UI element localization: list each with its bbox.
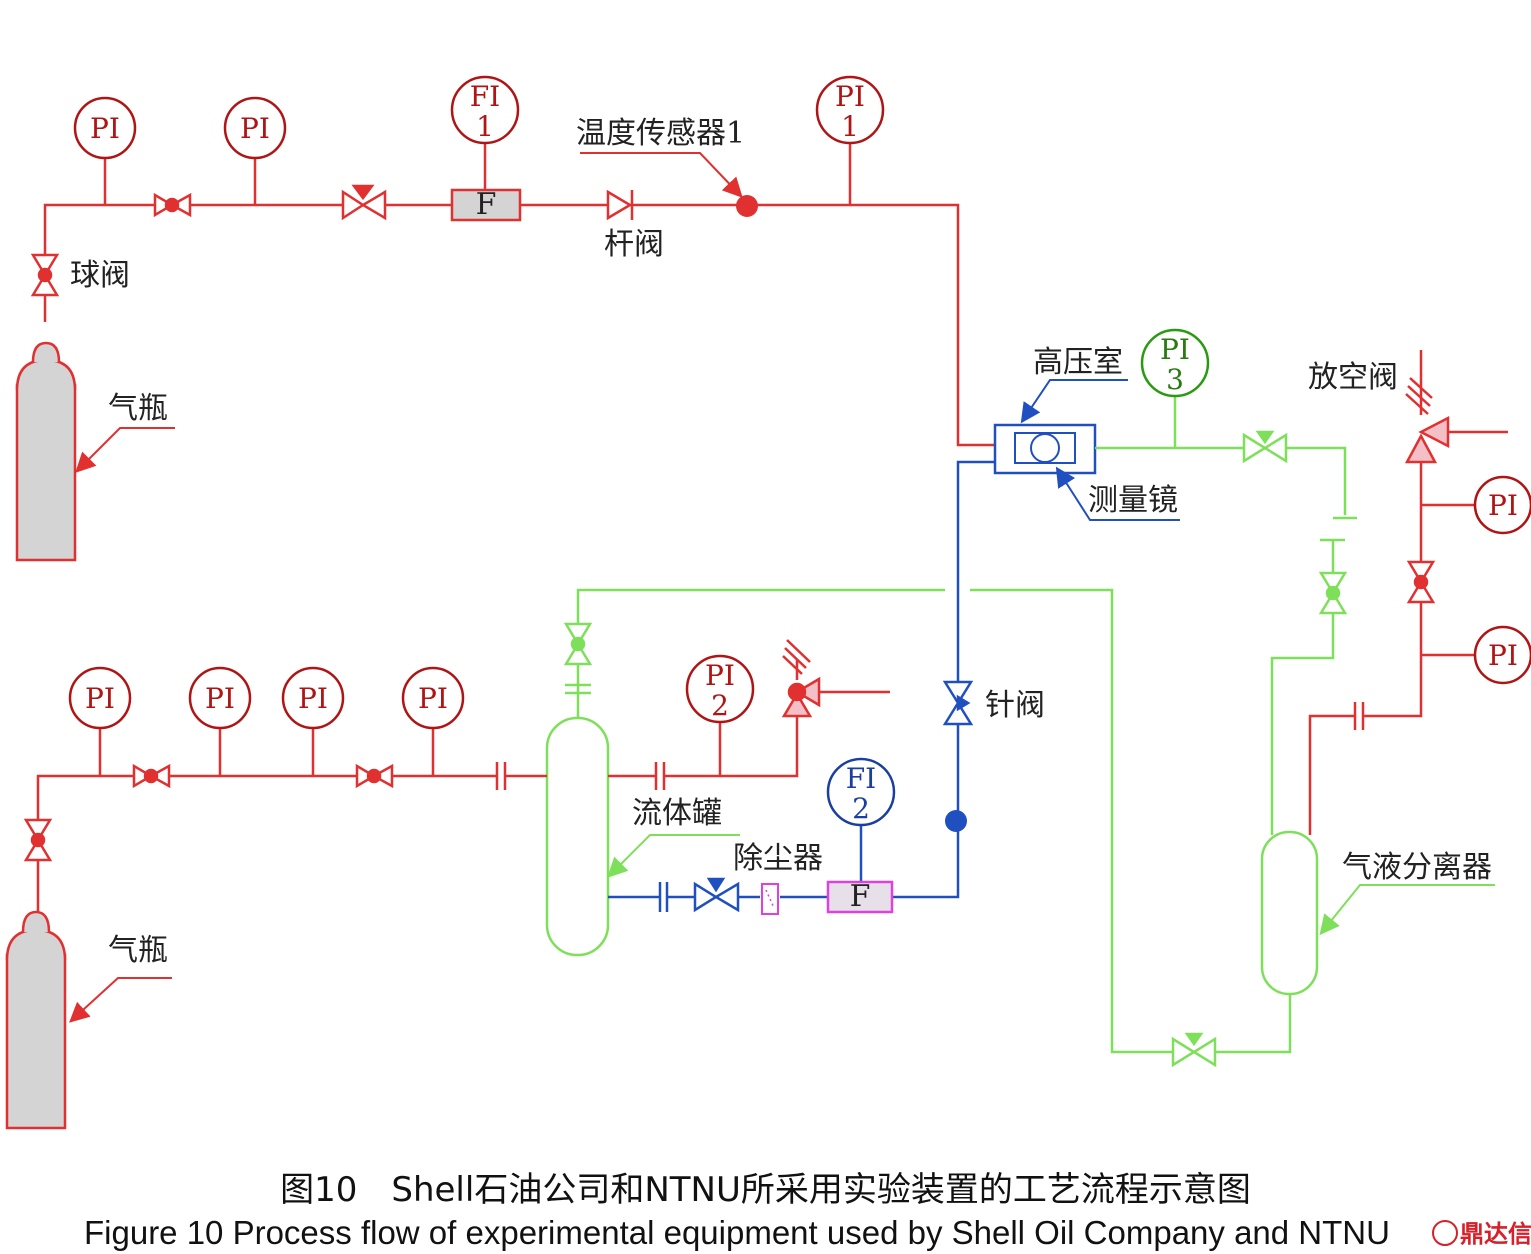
pi-right-b: PI bbox=[1473, 625, 1531, 685]
fi2-number: 2 bbox=[852, 792, 870, 825]
fi2-code: FI bbox=[846, 762, 877, 795]
bottom-gas-line bbox=[36, 639, 890, 912]
stem-valve bbox=[606, 189, 634, 221]
pi-top-b-code: PI bbox=[240, 112, 270, 145]
fi1: FI 1 bbox=[450, 75, 520, 145]
green-valve-bottom bbox=[1171, 1032, 1217, 1068]
green-valve-tank bbox=[563, 622, 593, 666]
ball-valve-top bbox=[153, 192, 192, 218]
needle-valve bbox=[942, 680, 974, 726]
ball-valve-vent bbox=[1406, 560, 1436, 604]
vent-line bbox=[1308, 350, 1508, 835]
pi-bot-d-code: PI bbox=[418, 682, 448, 715]
pi1-code: PI bbox=[835, 80, 865, 113]
pi1-number: 1 bbox=[841, 110, 859, 143]
fluid-tank bbox=[545, 716, 610, 957]
dust-remover bbox=[761, 883, 779, 915]
top-gas-line bbox=[43, 143, 995, 447]
pi-bot-b: PI bbox=[188, 666, 252, 730]
pi-bot-a-code: PI bbox=[85, 682, 115, 715]
pi3: PI 3 bbox=[1140, 328, 1210, 398]
gas-cylinder-1 bbox=[15, 341, 77, 562]
label-vent-valve: 放空阀 bbox=[1308, 360, 1398, 395]
pi3-number: 3 bbox=[1166, 363, 1184, 396]
logo-mark-icon bbox=[1432, 1220, 1458, 1246]
caption-chinese: 图10 Shell石油公司和NTNU所采用实验装置的工艺流程示意图 bbox=[280, 1170, 1251, 1210]
pi-bot-c: PI bbox=[281, 666, 345, 730]
pi-right-a-code: PI bbox=[1488, 489, 1518, 522]
temp-sensor-leader bbox=[580, 152, 743, 198]
gas-cylinder-2 bbox=[5, 910, 67, 1130]
pi-bot-d: PI bbox=[401, 666, 465, 730]
watermark-logo: 鼎达信 bbox=[1432, 1214, 1531, 1249]
pi-bot-b-code: PI bbox=[205, 682, 235, 715]
pi2-code: PI bbox=[705, 659, 735, 692]
label-dust-remover: 除尘器 bbox=[733, 841, 823, 876]
label-gas-cylinder-1: 气瓶 bbox=[108, 391, 168, 426]
fi1-number: 1 bbox=[476, 110, 494, 143]
flowmeter-1: F bbox=[450, 187, 522, 222]
label-fluid-tank: 流体罐 bbox=[632, 796, 722, 831]
label-gas-cylinder-2: 气瓶 bbox=[108, 933, 168, 968]
blue-globe-valve bbox=[693, 877, 740, 913]
logo-text: 鼎达信 bbox=[1460, 1220, 1531, 1248]
pi1: PI 1 bbox=[815, 75, 885, 145]
label-stem-valve: 杆阀 bbox=[604, 227, 664, 262]
ball-valve-1 bbox=[30, 253, 60, 297]
pi2-number: 2 bbox=[711, 689, 729, 722]
pi-top-a-code: PI bbox=[90, 112, 120, 145]
green-valve-top bbox=[1242, 430, 1288, 464]
separator-leader bbox=[1319, 884, 1495, 936]
tank-relief-valve bbox=[781, 676, 821, 718]
label-high-pressure-chamber: 高压室 bbox=[1033, 345, 1123, 380]
mirror-leader bbox=[1055, 466, 1180, 521]
pi-top-a: PI bbox=[73, 96, 137, 160]
high-pressure-chamber bbox=[993, 423, 1097, 475]
globe-valve-top bbox=[341, 184, 387, 221]
ball-valve-bottom-b bbox=[355, 763, 394, 789]
label-measuring-mirror: 测量镜 bbox=[1088, 483, 1178, 518]
label-separator: 气液分离器 bbox=[1342, 850, 1492, 885]
chamber-leader bbox=[1020, 379, 1128, 424]
gas-liquid-separator bbox=[1260, 830, 1319, 996]
pi-bot-a: PI bbox=[68, 666, 132, 730]
fi2: FI 2 bbox=[826, 757, 896, 827]
pi-top-b: PI bbox=[223, 96, 287, 160]
flowmeter-2: F bbox=[826, 879, 894, 914]
cylinder-1-leader bbox=[75, 427, 175, 473]
caption-english: Figure 10 Process flow of experimental e… bbox=[84, 1214, 1390, 1251]
ball-valve-bottom-a bbox=[132, 763, 171, 789]
flowmeter-1-letter: F bbox=[476, 187, 497, 222]
flowmeter-2-letter: F bbox=[850, 879, 871, 914]
blue-sensor bbox=[945, 810, 967, 832]
fi1-code: FI bbox=[470, 80, 501, 113]
fluid-tank-leader bbox=[607, 834, 740, 878]
label-ball-valve: 球阀 bbox=[70, 258, 130, 293]
ball-valve-2 bbox=[23, 818, 53, 862]
green-valve-right bbox=[1318, 571, 1348, 615]
cylinder-2-leader bbox=[69, 977, 172, 1023]
vent-valve bbox=[1404, 415, 1450, 464]
temperature-sensor-1 bbox=[736, 195, 758, 217]
pi-bot-c-code: PI bbox=[298, 682, 328, 715]
pi2: PI 2 bbox=[685, 654, 755, 724]
label-needle-valve: 针阀 bbox=[985, 688, 1045, 723]
blue-lines bbox=[608, 460, 995, 912]
pi3-code: PI bbox=[1160, 333, 1190, 366]
label-temp-sensor: 温度传感器1 bbox=[576, 116, 745, 151]
pi-right-b-code: PI bbox=[1488, 639, 1518, 672]
pi-right-a: PI bbox=[1473, 475, 1531, 535]
